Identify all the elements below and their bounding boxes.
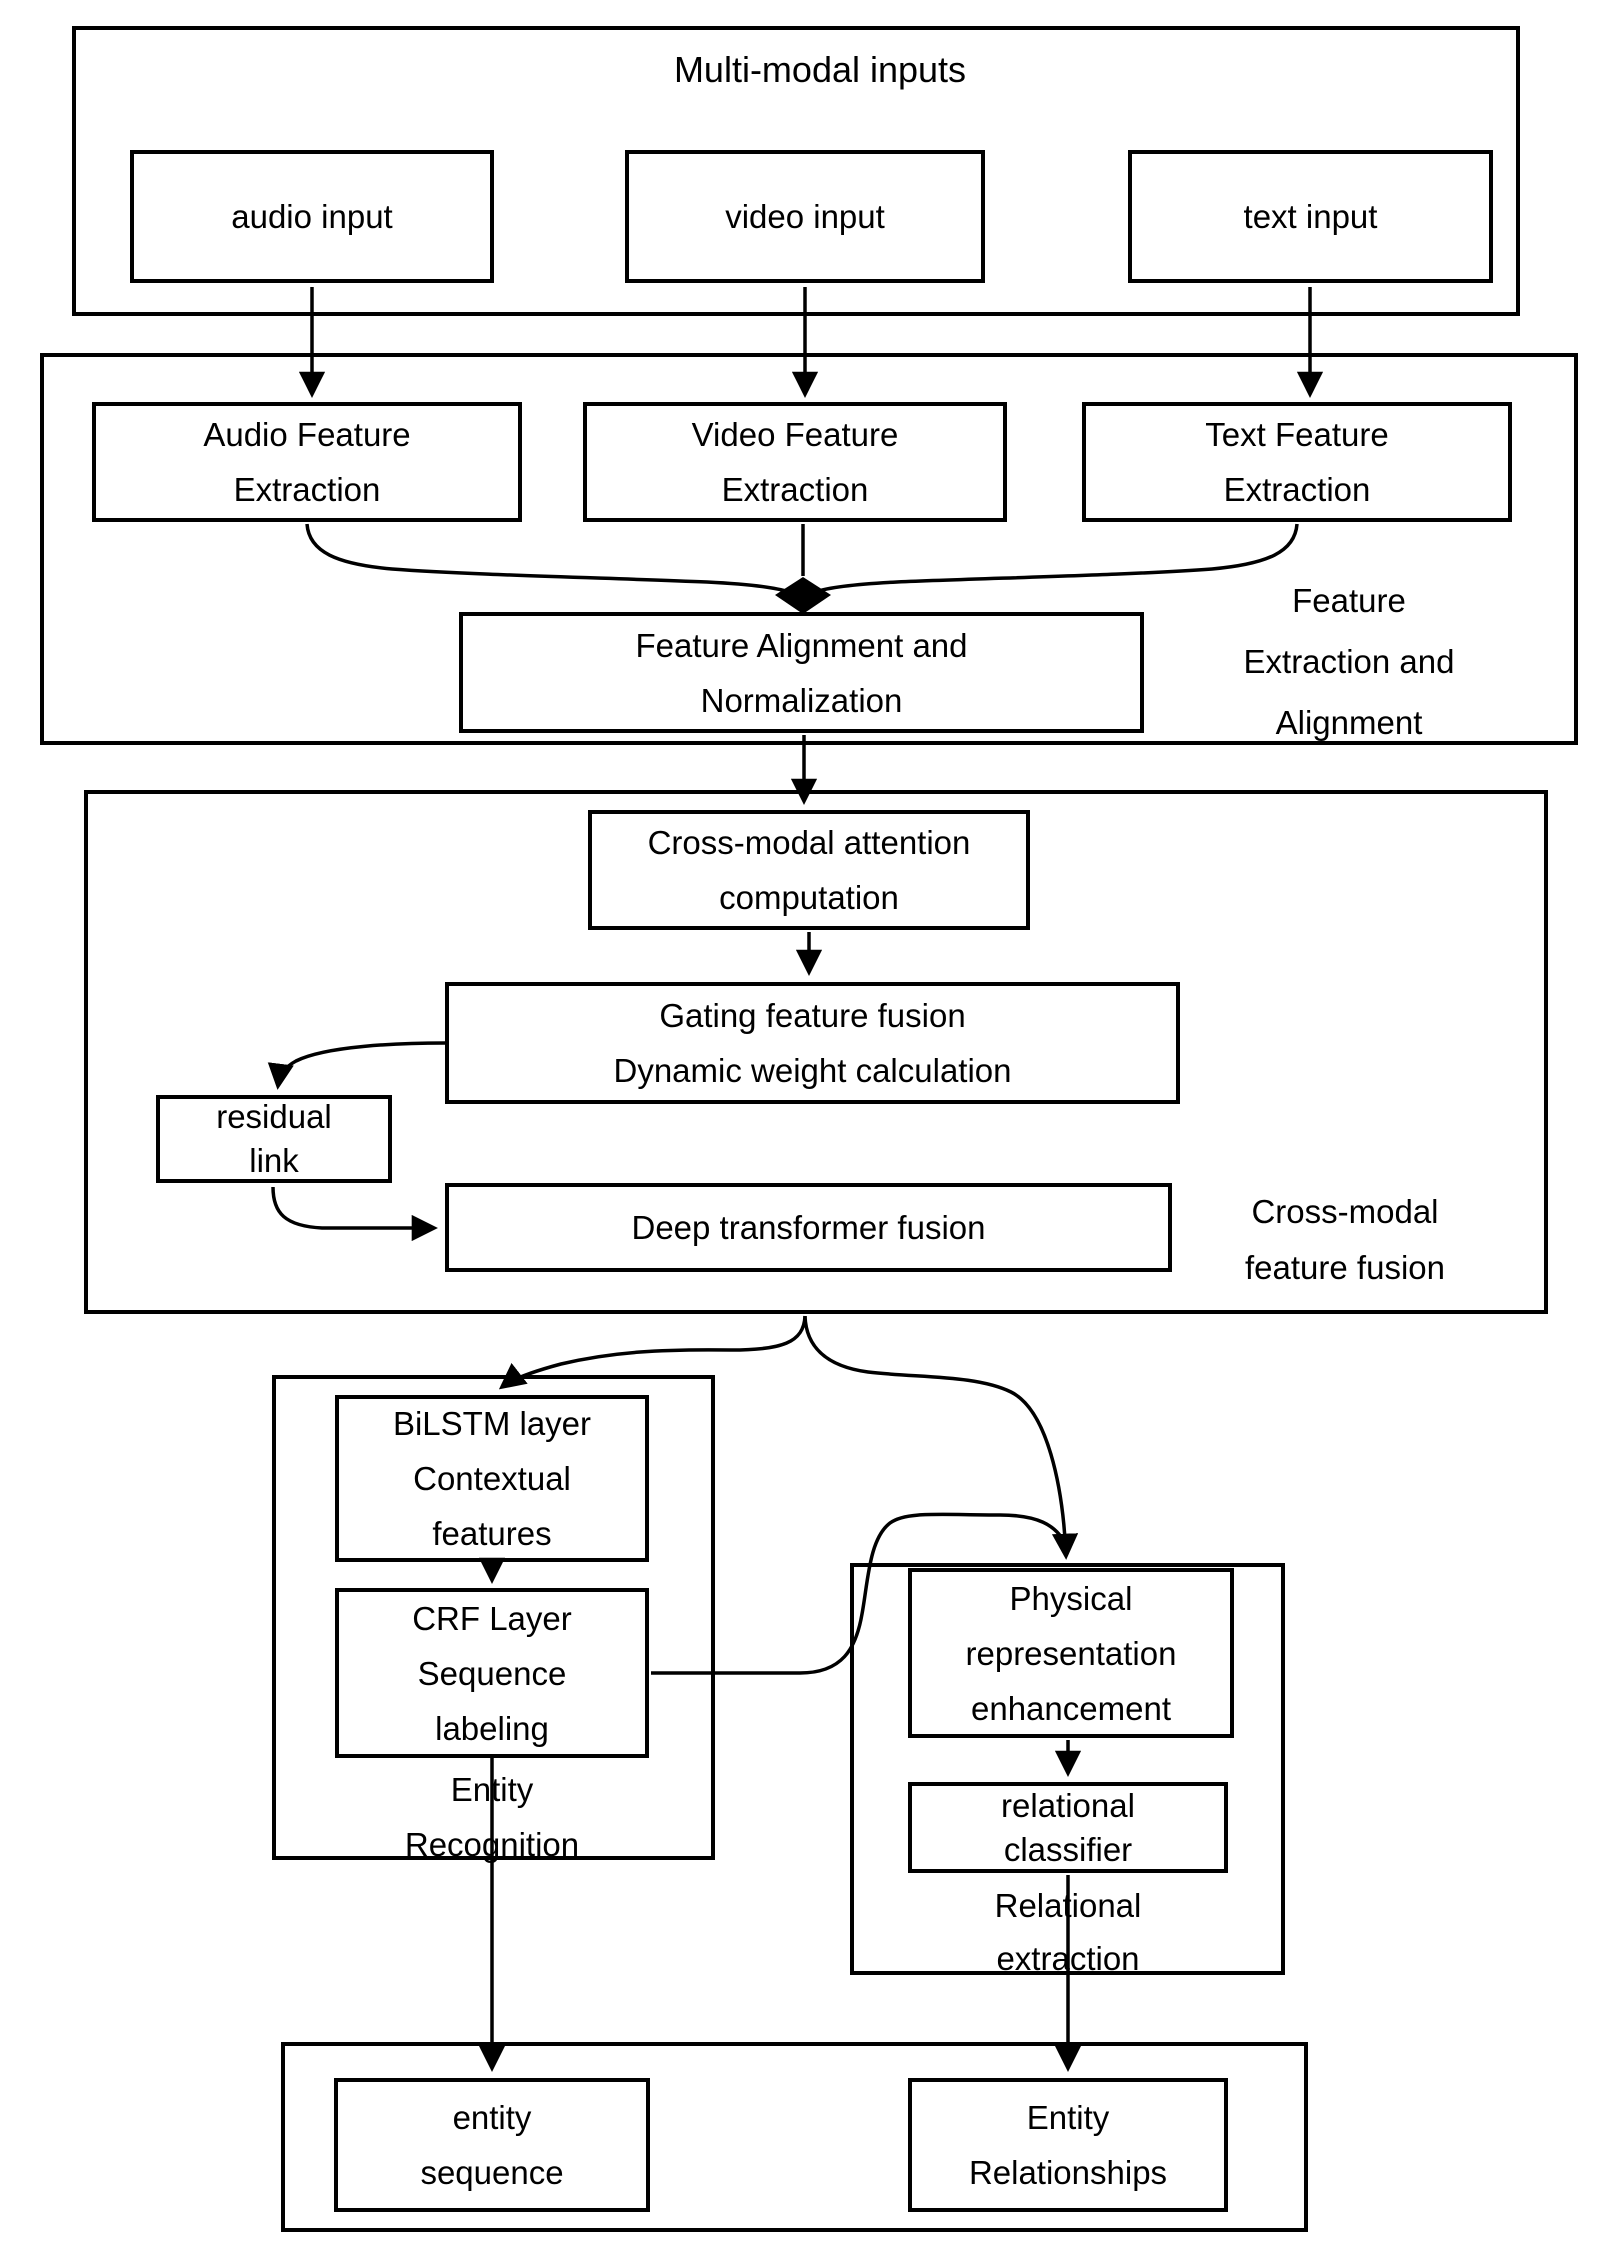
node-entity-sequence-text: sequence bbox=[420, 2154, 564, 2191]
node-bilstm-layer-text: features bbox=[432, 1515, 552, 1552]
node-residual-link-text: residual bbox=[216, 1098, 332, 1135]
node-relational-classifier-text: relational bbox=[1001, 1786, 1135, 1824]
fusion-section-label-line: Cross-modal bbox=[1251, 1193, 1439, 1230]
node-cross-modal-attention-text: computation bbox=[719, 879, 899, 916]
feature-section-label-line: Feature bbox=[1292, 582, 1406, 619]
node-entity-sequence-text: entity bbox=[452, 2099, 532, 2136]
node-cross-modal-attention: Cross-modal attention computation bbox=[588, 810, 1030, 930]
node-text-feature-extraction: Text Feature Extraction bbox=[1082, 402, 1512, 522]
node-crf-layer: CRF Layer Sequence labeling bbox=[335, 1588, 649, 1758]
node-feature-alignment-normalization: Feature Alignment and Normalization bbox=[459, 612, 1144, 733]
node-gating-feature-fusion-text: Gating feature fusion bbox=[659, 997, 966, 1034]
node-audio-feature-extraction-text: Audio Feature bbox=[203, 416, 411, 453]
node-text-feature-extraction-text: Text Feature bbox=[1205, 416, 1389, 453]
node-bilstm-layer-text: BiLSTM layer bbox=[392, 1405, 592, 1442]
node-entity-sequence: entity sequence bbox=[334, 2078, 650, 2212]
node-feature-alignment-normalization-text: Normalization bbox=[700, 681, 903, 719]
relation-section-label-line: Relational bbox=[994, 1887, 1142, 1924]
node-video-input: video input bbox=[625, 150, 985, 283]
node-video-feature-extraction-text: Extraction bbox=[721, 471, 869, 508]
section-outputs bbox=[281, 2042, 1308, 2232]
node-bilstm-layer: BiLSTM layer Contextual features bbox=[335, 1395, 649, 1562]
node-video-input-text: video input bbox=[725, 198, 885, 235]
entity-section-label-line: Entity bbox=[450, 1771, 534, 1808]
relation-section-label-line: extraction bbox=[996, 1940, 1140, 1977]
node-text-feature-extraction-text: Extraction bbox=[1223, 471, 1371, 508]
node-video-feature-extraction: Video Feature Extraction bbox=[583, 402, 1007, 522]
node-crf-layer-text: CRF Layer bbox=[412, 1599, 572, 1637]
fusion-section-label-line: feature fusion bbox=[1245, 1249, 1445, 1286]
node-entity-relationships: Entity Relationships bbox=[908, 2078, 1228, 2212]
node-relational-classifier: relational classifier bbox=[908, 1782, 1228, 1873]
feature-section-label-line: Alignment bbox=[1275, 704, 1423, 741]
entity-section-label-line: Recognition bbox=[404, 1826, 580, 1863]
node-cross-modal-attention-text: Cross-modal attention bbox=[647, 824, 971, 861]
node-physical-representation-enhancement-text: enhancement bbox=[971, 1689, 1171, 1727]
fusion-section-label: Cross-modal feature fusion bbox=[1145, 1184, 1545, 1296]
section-multimodal-inputs bbox=[72, 26, 1520, 316]
node-feature-alignment-normalization-text: Feature Alignment and bbox=[635, 626, 968, 664]
feature-section-label-line: Extraction and bbox=[1243, 643, 1455, 680]
node-entity-relationships-text: Entity bbox=[1026, 2099, 1110, 2136]
node-audio-input: audio input bbox=[130, 150, 494, 283]
node-text-input-text: text input bbox=[1243, 198, 1378, 235]
node-bilstm-layer-text: Contextual bbox=[413, 1460, 571, 1497]
node-text-input: text input bbox=[1128, 150, 1493, 283]
node-crf-layer-text: Sequence bbox=[417, 1654, 567, 1692]
node-physical-representation-enhancement-text: Physical bbox=[1009, 1579, 1133, 1617]
node-physical-representation-enhancement: Physical representation enhancement bbox=[908, 1568, 1234, 1738]
node-gating-feature-fusion: Gating feature fusion Dynamic weight cal… bbox=[445, 982, 1180, 1104]
node-relational-classifier-text: classifier bbox=[1003, 1830, 1133, 1868]
multimodal-section-title: Multi-modal inputs bbox=[673, 49, 967, 90]
node-entity-relationships-text: Relationships bbox=[968, 2154, 1168, 2191]
node-crf-layer-text: labeling bbox=[435, 1709, 549, 1747]
feature-section-label: Feature Extraction and Alignment bbox=[1149, 570, 1549, 753]
node-gating-feature-fusion-text: Dynamic weight calculation bbox=[613, 1052, 1012, 1089]
node-audio-feature-extraction-text: Extraction bbox=[233, 471, 381, 508]
node-audio-feature-extraction: Audio Feature Extraction bbox=[92, 402, 522, 522]
node-deep-transformer-fusion: Deep transformer fusion bbox=[445, 1183, 1172, 1272]
node-video-feature-extraction-text: Video Feature bbox=[691, 416, 899, 453]
section-feature-extraction-alignment bbox=[40, 353, 1578, 745]
node-residual-link-text: link bbox=[249, 1142, 299, 1179]
node-residual-link: residual link bbox=[156, 1095, 392, 1183]
relation-section-label: Relational extraction bbox=[888, 1879, 1248, 1985]
node-audio-input-text: audio input bbox=[231, 198, 393, 235]
node-deep-transformer-fusion-text: Deep transformer fusion bbox=[631, 1209, 986, 1246]
entity-section-label: Entity Recognition bbox=[312, 1762, 672, 1872]
node-physical-representation-enhancement-text: representation bbox=[965, 1634, 1177, 1672]
connector-fusion-to-physical bbox=[803, 1315, 1079, 1560]
